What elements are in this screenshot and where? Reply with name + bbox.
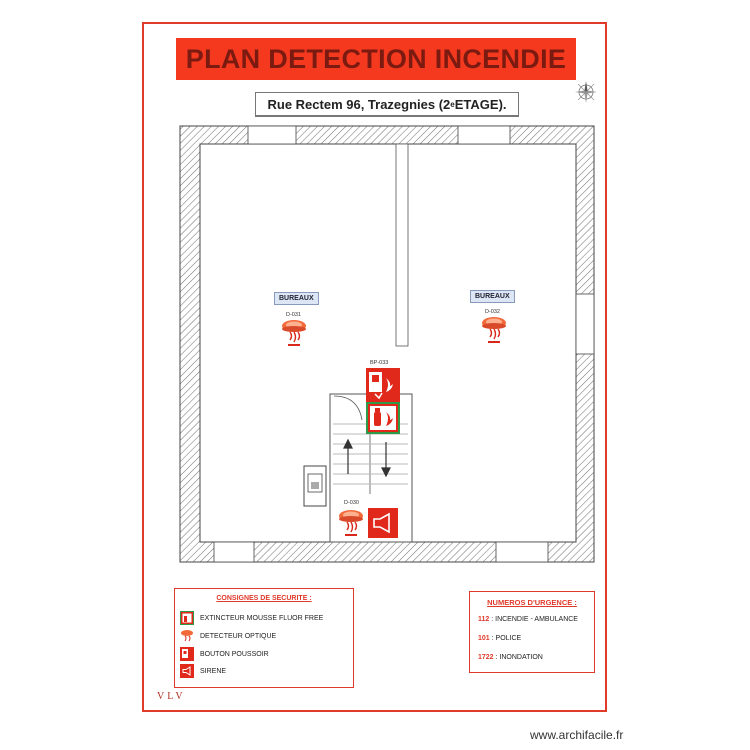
detector-code-right: D-032 bbox=[485, 309, 500, 315]
room-label-bureaux-right: BUREAUX bbox=[470, 290, 515, 303]
emergency-item: 1722 : INONDATION bbox=[478, 654, 543, 661]
watermark: www.archifacile.fr bbox=[530, 728, 624, 742]
compass-icon bbox=[575, 81, 597, 103]
legend-box: CONSIGNES DE SECURITE : EXTINCTEUR MOUSS… bbox=[174, 588, 354, 688]
emergency-number: 101 bbox=[478, 635, 490, 642]
room-label-bureaux-left: BUREAUX bbox=[274, 292, 319, 305]
smoke-detector-icon bbox=[282, 320, 306, 346]
detector-code-left: D-031 bbox=[286, 312, 301, 318]
emergency-title: NUMEROS D'URGENCE : bbox=[487, 598, 577, 607]
exterior-walls bbox=[179, 125, 595, 563]
partition-wall bbox=[395, 143, 409, 347]
window bbox=[495, 541, 549, 563]
address-tail: ETAGE). bbox=[454, 96, 507, 112]
smoke-detector-icon bbox=[339, 510, 363, 536]
legend-label: BOUTON POUSSOIR bbox=[200, 650, 269, 658]
legend-item: EXTINCTEUR MOUSSE FLUOR FREE bbox=[180, 611, 323, 625]
address-superscript: e bbox=[450, 99, 455, 109]
door-swing bbox=[333, 395, 363, 421]
emergency-number: 1722 bbox=[478, 654, 494, 661]
stair-down-arrow bbox=[381, 442, 391, 478]
window bbox=[247, 125, 297, 145]
smoke-detector-icon bbox=[482, 317, 506, 343]
emergency-item: 101 : POLICE bbox=[478, 635, 521, 642]
stair-up-arrow bbox=[343, 438, 353, 474]
plan-title: PLAN DETECTION INCENDIE bbox=[176, 38, 576, 80]
appliance-icon bbox=[303, 465, 327, 507]
push-button-icon bbox=[366, 368, 400, 402]
legend-label: EXTINCTEUR MOUSSE FLUOR FREE bbox=[200, 614, 324, 622]
emergency-label: : INCENDIE - AMBULANCE bbox=[489, 616, 578, 623]
legend-label: DETECTEUR OPTIQUE bbox=[200, 632, 277, 640]
legend-title: CONSIGNES DE SECURITE : bbox=[216, 595, 312, 602]
emergency-label: : INONDATION bbox=[493, 654, 543, 661]
emergency-item: 112 : INCENDIE - AMBULANCE bbox=[478, 616, 578, 623]
address-text: Rue Rectem 96, Trazegnies (2 bbox=[267, 96, 451, 112]
fire-extinguisher-icon bbox=[180, 611, 194, 625]
window bbox=[457, 125, 511, 145]
emergency-number: 112 bbox=[478, 616, 490, 623]
legend-label: SIRENE bbox=[200, 667, 227, 675]
emergency-label: : POLICE bbox=[489, 635, 522, 642]
push-button-code: BP-033 bbox=[370, 360, 389, 366]
floor-plan bbox=[179, 125, 595, 563]
siren-icon bbox=[180, 664, 194, 678]
siren-icon bbox=[368, 508, 398, 538]
push-button-icon bbox=[180, 647, 194, 661]
fire-extinguisher-icon bbox=[366, 402, 400, 434]
legend-item: DETECTEUR OPTIQUE bbox=[180, 629, 276, 643]
legend-item: BOUTON POUSSOIR bbox=[180, 647, 269, 661]
smoke-detector-icon bbox=[180, 629, 194, 643]
legend-item: SIRENE bbox=[180, 664, 226, 678]
signature: VLV bbox=[157, 691, 186, 702]
window bbox=[575, 293, 595, 355]
stair-detector-code: D-030 bbox=[344, 500, 359, 506]
emergency-numbers-box: NUMEROS D'URGENCE : 112 : INCENDIE - AMB… bbox=[469, 591, 595, 673]
window bbox=[213, 541, 255, 563]
